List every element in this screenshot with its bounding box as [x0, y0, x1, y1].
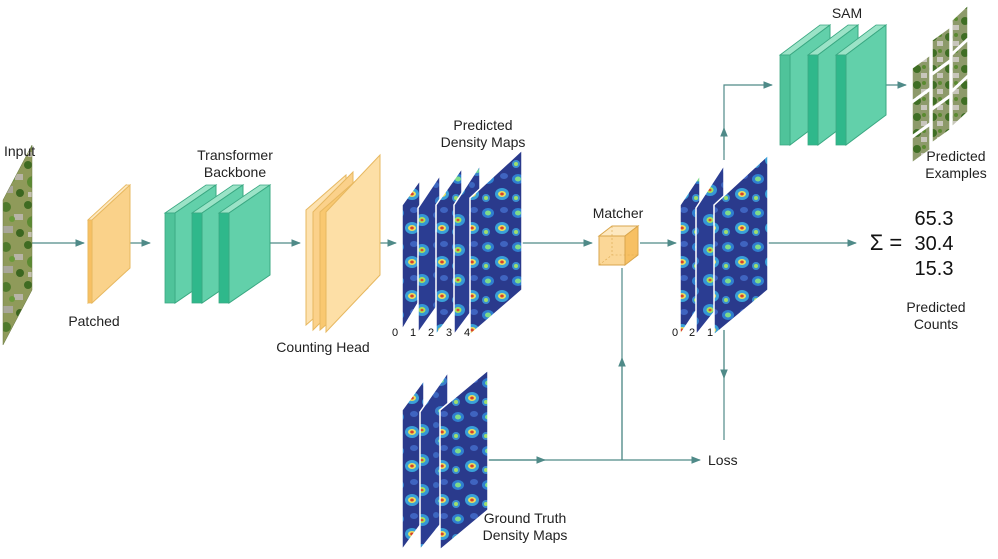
backbone-label-line1: Transformer: [197, 147, 273, 163]
pred-maps-label-line1: Predicted: [453, 117, 513, 133]
sum-symbol: Σ =: [869, 230, 903, 255]
connectors: [32, 81, 907, 464]
count-value-0: 65.3: [914, 208, 954, 230]
sam-block: [778, 24, 888, 146]
predicted-density-maps: [401, 148, 523, 338]
backbone-layer-3: [217, 184, 272, 304]
example-crop-9: [951, 75, 969, 129]
pred-counts-label-line2: Counts: [913, 316, 959, 332]
example-crop-8: [951, 38, 969, 92]
pred-counts-label-line1: Predicted: [906, 299, 966, 315]
pred-map-4: [469, 148, 523, 337]
transformer-backbone-block: [163, 184, 272, 304]
matched-map-1: [713, 153, 769, 337]
matcher-label: Matcher: [592, 205, 644, 221]
patched-block: [86, 183, 132, 305]
patched-label: Patched: [68, 313, 120, 329]
pred-examples-label-line1: Predicted: [926, 148, 986, 164]
example-crop-7: [951, 3, 969, 55]
example-crop-2: [911, 88, 931, 138]
input-label: Input: [4, 143, 36, 159]
pred-map-index-3: 3: [446, 327, 453, 339]
sam-layer-3: [834, 24, 888, 146]
gt-label-line1: Ground Truth: [483, 510, 567, 526]
example-crop-4: [931, 25, 951, 75]
arrow-matched-to-sam: [723, 81, 773, 160]
pred-map-index-2: 2: [428, 327, 435, 339]
pred-map-index-1: 1: [410, 327, 417, 339]
count-value-1: 30.4: [914, 233, 954, 255]
matched-density-maps: [679, 153, 769, 338]
pred-map-index-0: 0: [392, 327, 399, 339]
example-crop-3: [911, 123, 931, 165]
input-image: [2, 144, 33, 346]
count-value-2: 15.3: [914, 258, 954, 280]
pred-map-index-4: 4: [464, 327, 471, 339]
pred-examples-label-line2: Examples: [925, 165, 987, 181]
backbone-label-line2: Backbone: [203, 164, 267, 180]
example-crop-1: [911, 53, 931, 103]
counting-head-label: Counting Head: [276, 339, 370, 355]
matcher-cube: [597, 224, 640, 267]
matched-map-index-1: 2: [689, 327, 696, 339]
predicted-examples: [911, 3, 969, 165]
example-crop-6: [931, 95, 951, 145]
matched-map-index-2: 1: [707, 327, 714, 339]
example-crop-5: [931, 60, 951, 110]
sam-label: SAM: [831, 5, 863, 21]
gt-label-line2: Density Maps: [482, 527, 568, 543]
ground-truth-density-maps: [401, 368, 489, 553]
counting-head-block: [305, 153, 381, 334]
matched-map-index-0: 0: [672, 327, 679, 339]
loss-label: Loss: [708, 452, 738, 468]
gt-map-2: [439, 368, 489, 552]
pred-maps-label-line2: Density Maps: [440, 134, 526, 150]
